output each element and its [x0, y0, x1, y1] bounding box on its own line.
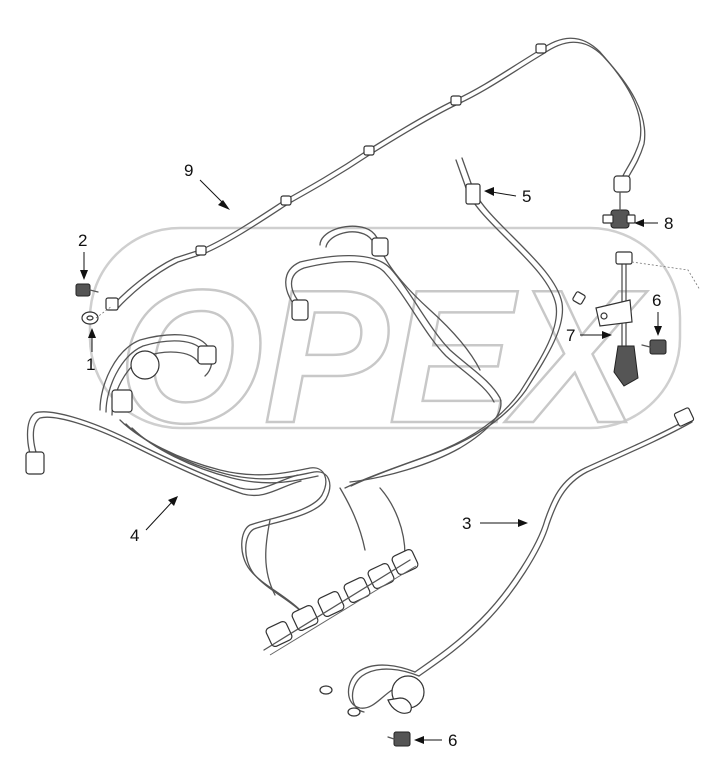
callout-6-upper: 6 — [652, 291, 662, 336]
washer-1 — [319, 685, 333, 695]
callout-1: 1 — [86, 328, 96, 374]
callout-6-lower: 6 — [414, 731, 457, 750]
callout-5: 5 — [484, 187, 531, 206]
callout-4: 4 — [130, 496, 178, 545]
washer-2 — [347, 707, 361, 717]
callout-2-label: 2 — [78, 231, 87, 250]
callout-7: 7 — [566, 326, 612, 345]
part-4-injector-pipe-set — [25, 225, 502, 656]
callout-8-label: 8 — [664, 214, 673, 233]
leakoff-banjo-end — [105, 297, 119, 311]
leakoff-joint-4 — [450, 95, 462, 106]
leakoff-joint-1 — [195, 245, 207, 256]
part-8-tee-fitting — [602, 191, 636, 229]
callout-7-label: 7 — [566, 326, 575, 345]
watermark-frame — [88, 226, 682, 430]
bottom-banjo-assembly — [319, 664, 425, 717]
callout-6-upper-label: 6 — [652, 291, 661, 310]
leakoff-joint-2 — [280, 195, 292, 206]
part-2-bolt — [75, 283, 99, 297]
leakoff-joint-5 — [535, 43, 547, 54]
callout-6-lower-label: 6 — [448, 731, 457, 750]
callout-1-label: 1 — [86, 355, 95, 374]
dashed-guide-left — [95, 305, 113, 319]
part-9-leakoff-line — [105, 37, 646, 311]
callout-3: 3 — [462, 514, 528, 533]
part-5-injector-pipe — [344, 157, 586, 489]
part-6-bolt-upper — [641, 339, 667, 355]
leakoff-joint-3 — [363, 145, 375, 156]
part-6-bolt-lower — [387, 731, 411, 747]
callout-3-label: 3 — [462, 514, 471, 533]
callout-9: 9 — [184, 161, 230, 210]
callout-2: 2 — [78, 231, 88, 280]
callout-8: 8 — [634, 214, 673, 233]
callout-5-label: 5 — [522, 187, 531, 206]
part-1-washer — [81, 311, 99, 325]
part-3-supply-pipe — [414, 407, 695, 677]
callout-4-label: 4 — [130, 526, 139, 545]
callout-9-label: 9 — [184, 161, 193, 180]
leakoff-nut — [613, 175, 631, 193]
part-7-clamped-pipe — [595, 251, 701, 387]
